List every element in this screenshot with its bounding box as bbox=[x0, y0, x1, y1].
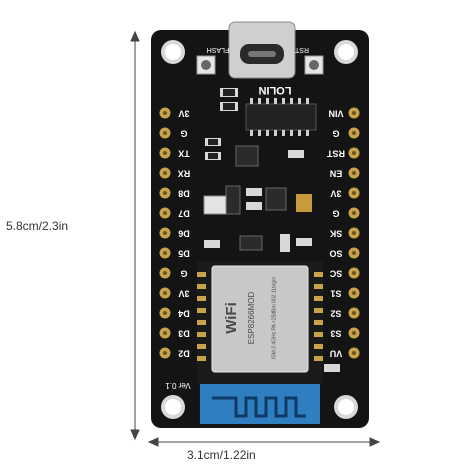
pin-label: D8 bbox=[178, 189, 190, 199]
right-pin-labels: VIN G RST EN 3V G SK SO SC S1 S2 S3 VU G… bbox=[326, 109, 345, 359]
pin-label: D2 bbox=[178, 349, 190, 359]
pin-label: VU bbox=[330, 349, 343, 359]
height-dimension-line bbox=[130, 30, 140, 441]
pin-label: D5 bbox=[178, 249, 190, 259]
mounting-holes bbox=[161, 40, 358, 419]
module-castellated-pads bbox=[197, 272, 323, 361]
pin-label: RX bbox=[178, 169, 191, 179]
pin-label: 3V bbox=[178, 109, 189, 119]
usb-serial-chip bbox=[245, 103, 317, 131]
pin-label: 3V bbox=[178, 289, 189, 299]
usb-c-connector bbox=[228, 21, 296, 79]
pin-label: SK bbox=[329, 229, 342, 239]
pin-label: G bbox=[332, 209, 339, 219]
pin-label: D3 bbox=[178, 329, 190, 339]
pin-label: G bbox=[180, 269, 187, 279]
pin-label: S2 bbox=[330, 309, 341, 319]
pin-label: SC bbox=[329, 269, 342, 279]
left-pin-labels: 3V G TX RX D8 D7 D6 D5 G 3V D4 D3 D2 D1 … bbox=[178, 109, 191, 359]
pin-label: SO bbox=[329, 249, 342, 259]
pcb-antenna-trace bbox=[212, 396, 306, 418]
rst-label: RST bbox=[294, 46, 309, 53]
pin-label: D7 bbox=[178, 209, 190, 219]
module-spec: ISM 2.4GHz PA +25dBm 802.11b/g/n bbox=[271, 277, 277, 359]
pin-label: G bbox=[332, 129, 339, 139]
smd-components bbox=[203, 88, 340, 372]
pin-label: 3V bbox=[330, 189, 341, 199]
left-header-pins bbox=[159, 107, 171, 359]
esp8266-module: WiFi ESP8266MOD ISM 2.4GHz PA +25dBm 802… bbox=[197, 262, 323, 424]
silk-title: LOLIN bbox=[258, 84, 291, 96]
pin-label: S3 bbox=[330, 329, 341, 339]
pin-label: VIN bbox=[328, 109, 343, 119]
pin-label: EN bbox=[330, 169, 343, 179]
width-dimension-label: 3.1cm/1.22in bbox=[187, 448, 256, 462]
flash-button bbox=[196, 55, 216, 75]
antenna-base bbox=[200, 384, 320, 424]
right-header-pins bbox=[348, 107, 360, 359]
module-logo: WiFi bbox=[223, 302, 240, 334]
flash-label: FLASH bbox=[207, 46, 230, 53]
pin-label: S1 bbox=[330, 289, 341, 299]
width-dimension-line bbox=[147, 437, 381, 447]
rst-button bbox=[304, 55, 324, 75]
pin-label: TX bbox=[178, 149, 190, 159]
chip-pins bbox=[250, 98, 309, 136]
pin-label: RST bbox=[326, 149, 345, 159]
version-label: Ver 0.1 bbox=[165, 381, 191, 390]
height-dimension-label: 5.8cm/2.3in bbox=[6, 219, 69, 233]
pin-label: D4 bbox=[178, 309, 190, 319]
pin-label: D6 bbox=[178, 229, 190, 239]
pin-label: G bbox=[180, 129, 187, 139]
module-model: ESP8266MOD bbox=[247, 292, 256, 345]
